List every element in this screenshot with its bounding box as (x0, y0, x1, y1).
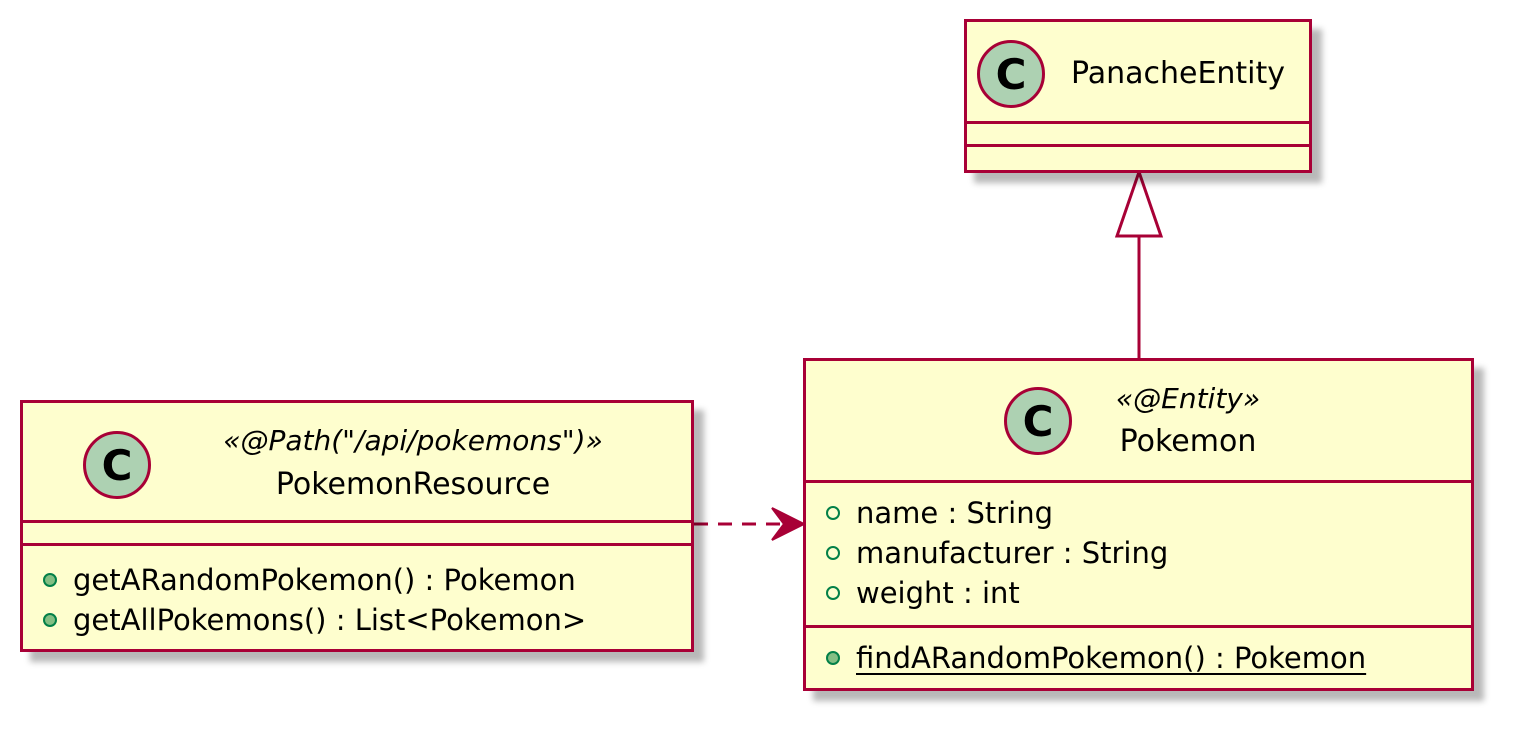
fields-section (23, 523, 691, 546)
field-row: weight : int (826, 573, 1471, 613)
field-row: manufacturer : String (826, 533, 1471, 573)
fields-section: name : String manufacturer : String weig… (806, 483, 1471, 628)
class-header: C «@Entity» Pokemon (806, 361, 1471, 483)
field-row: name : String (826, 493, 1471, 533)
class-pokemon-resource[interactable]: C «@Path("/api/pokemons")» PokemonResour… (20, 400, 694, 652)
class-stereotype: «@Path("/api/pokemons")» (223, 424, 603, 457)
class-name: PokemonResource (275, 467, 551, 502)
class-c-icon: C (1004, 387, 1072, 455)
public-field-icon (826, 546, 840, 560)
public-method-icon (43, 573, 57, 587)
dependency-arrowhead (771, 507, 807, 541)
class-stereotype: «@Entity» (1115, 382, 1261, 415)
class-c-icon: C (83, 431, 151, 499)
class-name: PanacheEntity (1070, 56, 1286, 91)
fields-section (967, 124, 1309, 147)
public-field-icon (826, 586, 840, 600)
class-header: C PanacheEntity (967, 22, 1309, 124)
class-header: C «@Path("/api/pokemons")» PokemonResour… (23, 403, 691, 523)
methods-section: getARandomPokemon() : Pokemon getAllPoke… (23, 546, 691, 649)
generalization-arrowhead (1114, 167, 1164, 238)
class-c-icon: C (977, 40, 1045, 108)
class-panache-entity[interactable]: C PanacheEntity (964, 19, 1312, 173)
method-row: findARandomPokemon() : Pokemon (826, 638, 1471, 678)
methods-section (967, 147, 1309, 170)
public-method-icon (826, 651, 840, 665)
class-pokemon[interactable]: C «@Entity» Pokemon name : String manufa… (803, 358, 1474, 691)
class-name: Pokemon (1119, 424, 1257, 459)
method-row: getARandomPokemon() : Pokemon (43, 560, 691, 600)
static-method: findARandomPokemon() : Pokemon (856, 641, 1367, 675)
methods-section: findARandomPokemon() : Pokemon (806, 628, 1471, 688)
public-field-icon (826, 506, 840, 520)
method-row: getAllPokemons() : List<Pokemon> (43, 600, 691, 640)
public-method-icon (43, 613, 57, 627)
